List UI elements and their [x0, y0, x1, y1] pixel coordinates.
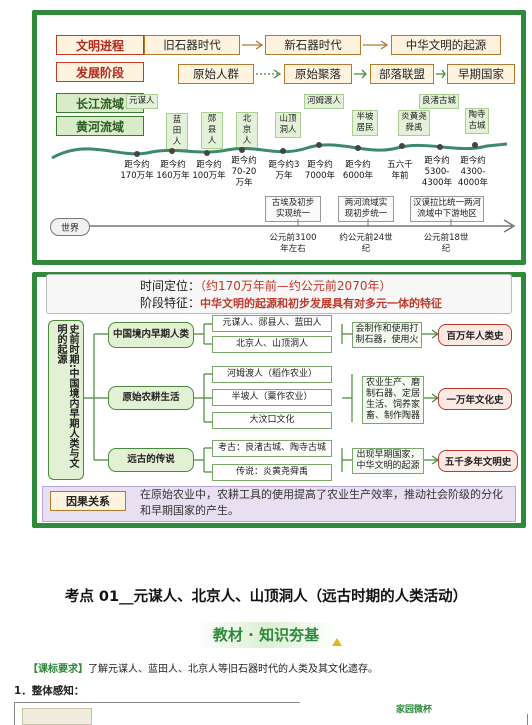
world-date: 公元前18世纪	[423, 233, 469, 254]
arrow-icon	[242, 40, 264, 50]
stage-primitive-group: 原始人群	[178, 64, 254, 84]
timeline-dot	[399, 143, 405, 149]
timeline-dot	[169, 148, 175, 154]
prehistory-label: 史前时期:中国境内早期人类与文明的起源	[48, 320, 84, 480]
site-hemudu: 河姆渡人	[304, 94, 345, 109]
summary-panel: 时间定位：（约170万年前—约公元前2070年） 阶段特征：中华文明的起源和初步…	[32, 272, 526, 528]
timeline-dot	[355, 145, 361, 151]
timeline-dot	[239, 147, 245, 153]
stage-neolithic: 新石器时代	[265, 35, 361, 55]
stage-civilization-origin: 中华文明的起源	[391, 35, 501, 55]
banner-bg	[196, 622, 336, 648]
tag-million-years: 百万年人类史	[438, 324, 512, 346]
world-event: 汉谟拉比统一两河流域中下游地区	[410, 196, 484, 222]
site-taosi: 陶寺古城	[465, 108, 489, 134]
date-label: 距今约3万年	[268, 160, 300, 181]
time-position: 时间定位：（约170万年前—约公元前2070年）	[140, 277, 391, 294]
site-yuanmou: 元谋人	[126, 94, 158, 109]
branch-legends: 远古的传说	[108, 448, 194, 472]
timeline-dot	[437, 144, 443, 150]
site-liangzhu: 良渚古城	[419, 94, 460, 109]
world-arrow	[86, 219, 516, 233]
stage-feature: 阶段特征：中华文明的起源和初步发展具有对多元一体的特征	[140, 294, 442, 311]
site-shandingdong: 山顶洞人	[275, 112, 301, 138]
date-label: 距今约5300-4300年	[421, 156, 453, 188]
feature-label: 阶段特征：	[140, 296, 201, 310]
arrow-icon	[256, 69, 282, 79]
timeline-panel: 文明进程 发展阶段 长江流域 黄河流域 旧石器时代 新石器时代 中华文明的起源 …	[32, 10, 526, 265]
branch-item: 河姆渡人（稻作农业）	[212, 366, 332, 383]
row-label-stage: 发展阶段	[56, 62, 144, 82]
tag-five-thousand-years: 五千多年文明史	[438, 450, 518, 472]
world-event: 两河流域实现初步统一	[338, 196, 394, 222]
date-label: 距今约6000年	[342, 160, 374, 181]
date-label: 距今约7000年	[304, 160, 336, 181]
tag-ten-thousand-years: 一万年文化史	[438, 388, 512, 410]
feature-value: 中华文明的起源和初步发展具有对多元一体的特征	[200, 297, 443, 310]
stage-tribal-alliance: 部落联盟	[370, 64, 434, 84]
branch-desc: 会制作和使用打制石器，使用火	[352, 322, 422, 348]
table-header: 家园微杯	[300, 702, 528, 715]
site-yanhuang: 炎黄尧舜禹	[398, 110, 430, 136]
stage-primitive-settlement: 原始聚落	[284, 64, 352, 84]
branch-item: 半坡人（粟作农业）	[212, 389, 332, 406]
timeline-dot	[280, 148, 286, 154]
branch-agriculture: 原始农耕生活	[108, 386, 194, 410]
section-title: 1．整体感知：	[14, 685, 85, 697]
timeline-dot	[134, 151, 140, 157]
branch-item: 北京人、山顶洞人	[212, 336, 332, 353]
date-label: 距今约160万年	[156, 160, 190, 181]
arrow-icon	[363, 40, 389, 50]
exam-point-heading: 考点 01__元谋人、北京人、山顶洞人（远古时期的人类活动）	[64, 589, 468, 605]
date-label: 距今约70-20万年	[231, 156, 257, 188]
table-image	[22, 708, 92, 725]
stage-paleolithic: 旧石器时代	[144, 35, 240, 55]
timeline-curve	[51, 142, 508, 160]
branch-item: 考古：良渚古城、陶寺古城	[212, 440, 332, 457]
summary-header	[46, 274, 512, 314]
branch-item: 元谋人、郧县人、蓝田人	[212, 315, 332, 332]
branch-desc: 农业生产、磨制石器、定居生活、饲养家畜、制作陶器	[362, 376, 424, 424]
cause-label: 因果关系	[50, 491, 126, 511]
world-event: 古埃及初步实现统一	[265, 196, 321, 222]
triangle-icon	[332, 638, 342, 646]
site-banpo: 半坡居民	[352, 110, 378, 136]
arrow-icon	[436, 69, 446, 79]
timeline-dot	[472, 142, 478, 148]
time-label: 时间定位：	[140, 279, 201, 293]
branch-desc: 出现早期国家，中华文明的起源	[352, 448, 424, 474]
site-yunxian: 郧县人	[201, 112, 223, 149]
row-label-civilization: 文明进程	[56, 35, 144, 55]
world-date: 约公元前24世纪	[339, 233, 393, 254]
banner-title: 教材 · 知识夯基	[212, 626, 320, 644]
date-label: 距今约4300-4000年	[457, 156, 489, 188]
arrow-icon	[354, 69, 367, 79]
branch-early-humans: 中国境内早期人类	[108, 322, 194, 348]
date-label: 五六千年前	[387, 160, 413, 181]
branch-item: 传说：炎黄尧舜禹	[212, 464, 332, 481]
branch-item: 大汶口文化	[212, 412, 332, 429]
date-label: 距今约100万年	[192, 160, 226, 181]
cause-text: 在原始农业中，农耕工具的使用提高了农业生产效率，推动社会阶级的分化和早期国家的产…	[140, 488, 503, 517]
stage-early-state: 早期国家	[447, 64, 515, 84]
requirement-line: 【课标要求】了解元谋人、蓝田人、北京人等旧石器时代的人类及其文化遗存。	[28, 660, 378, 675]
timeline-dot	[204, 150, 210, 156]
world-label: 世界	[50, 218, 90, 236]
row-label-yellow: 黄河流域	[56, 116, 144, 136]
requirement-text: 了解元谋人、蓝田人、北京人等旧石器时代的人类及其文化遗存。	[88, 664, 378, 675]
timeline-dot	[316, 142, 322, 148]
date-label: 距今约170万年	[120, 160, 154, 181]
world-date: 公元前3100年左右	[269, 233, 317, 254]
time-value: （约170万年前—约公元前2070年）	[200, 279, 392, 293]
requirement-label: 【课标要求】	[28, 664, 88, 675]
